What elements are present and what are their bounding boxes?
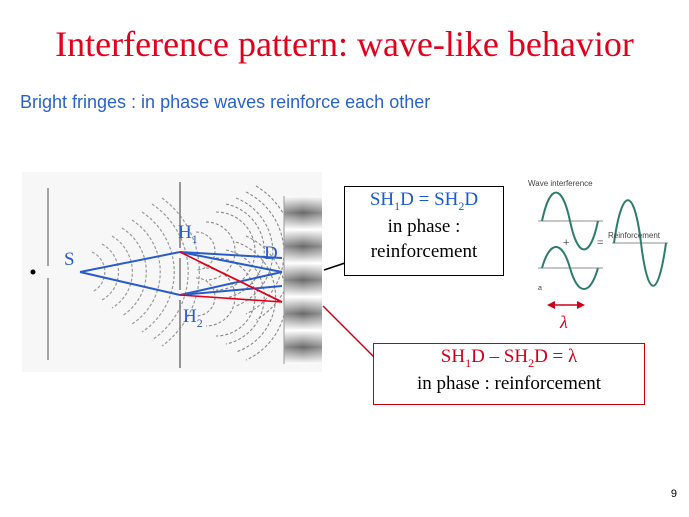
in-phase-equal-path-box: SH1D = SH2D in phase : reinforcement — [344, 186, 504, 276]
wavelength-symbol: λ — [559, 312, 568, 332]
wave-interference-inset: Wave interference + = Reinforcement a λ — [528, 179, 668, 332]
source-dot — [31, 270, 36, 275]
inset-corner-label: a — [538, 285, 542, 292]
inset-equals: = — [597, 237, 603, 249]
page-number: 9 — [671, 488, 677, 500]
box2-equation: SH1D – SH2D = λ — [374, 344, 644, 371]
box1-equation: SH1D = SH2D — [345, 187, 503, 214]
in-phase-path-difference-box: SH1D – SH2D = λ in phase : reinforcement — [373, 343, 645, 405]
label-source: S — [64, 249, 75, 270]
inset-plus: + — [563, 237, 569, 249]
inset-result-label: Reinforcement — [608, 231, 661, 240]
box2-connector — [323, 306, 374, 357]
box1-line3: reinforcement — [345, 239, 503, 264]
box1-connector — [324, 263, 345, 270]
box1-line2: in phase : — [345, 214, 503, 239]
box2-line2: in phase : reinforcement — [374, 371, 644, 396]
label-detector: D — [264, 243, 278, 264]
inset-title: Wave interference — [528, 179, 593, 188]
